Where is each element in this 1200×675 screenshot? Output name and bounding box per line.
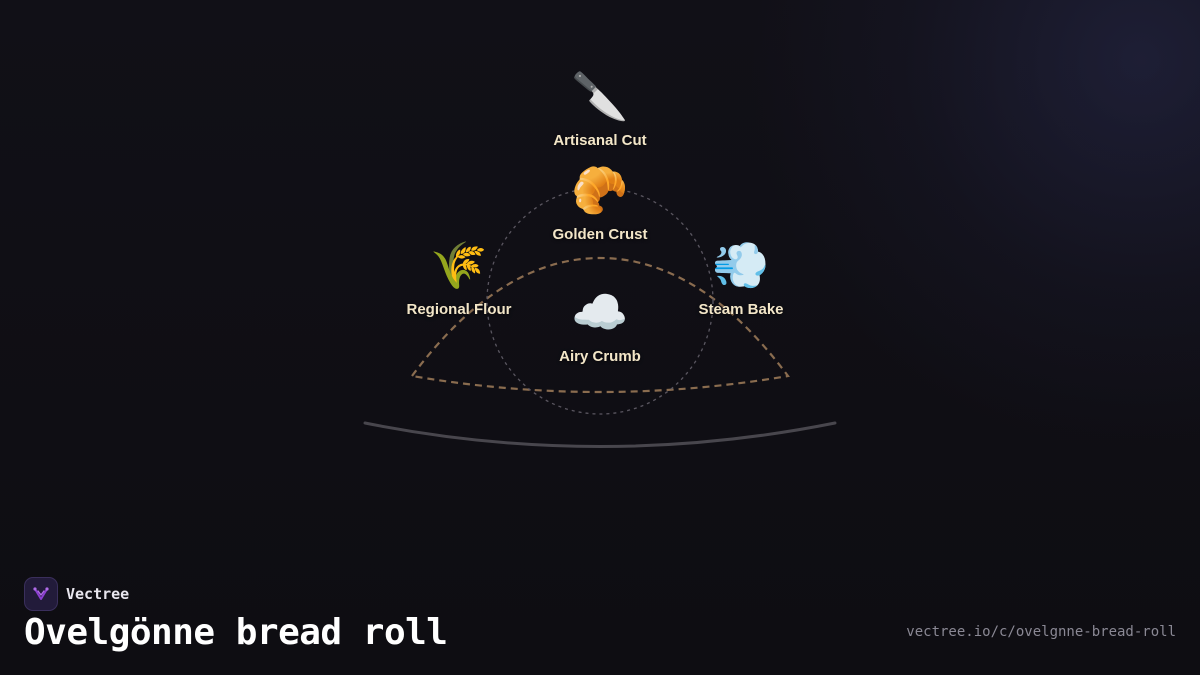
vectree-logo-icon — [24, 577, 58, 611]
node-label: Golden Crust — [552, 226, 648, 243]
steam-icon: 💨 — [712, 238, 770, 292]
node-regional-flour[interactable]: 🌾 Regional Flour — [359, 237, 559, 318]
node-label: Steam Bake — [698, 301, 784, 318]
page-title: Ovelgönne bread roll — [24, 612, 448, 653]
node-golden-crust[interactable]: 🥐 Golden Crust — [500, 162, 700, 243]
wheat-icon: 🌾 — [430, 238, 488, 292]
brand[interactable]: Vectree — [24, 577, 129, 611]
croissant-icon: 🥐 — [571, 163, 629, 217]
brand-name: Vectree — [66, 585, 130, 603]
node-airy-crumb[interactable]: ☁️ Airy Crumb — [500, 284, 700, 365]
node-steam-bake[interactable]: 💨 Steam Bake — [641, 237, 841, 318]
node-artisanal-cut[interactable]: 🔪 Artisanal Cut — [500, 68, 700, 149]
node-label: Artisanal Cut — [553, 132, 647, 149]
node-label: Airy Crumb — [559, 348, 641, 365]
bread-roll-outline — [410, 256, 790, 394]
cloud-icon: ☁️ — [571, 285, 629, 339]
inner-crumb-circle — [486, 187, 714, 415]
page-url[interactable]: vectree.io/c/ovelgnne-bread-roll — [906, 624, 1176, 640]
node-label: Regional Flour — [406, 301, 512, 318]
plate-arc — [363, 421, 837, 448]
knife-icon: 🔪 — [571, 69, 629, 123]
